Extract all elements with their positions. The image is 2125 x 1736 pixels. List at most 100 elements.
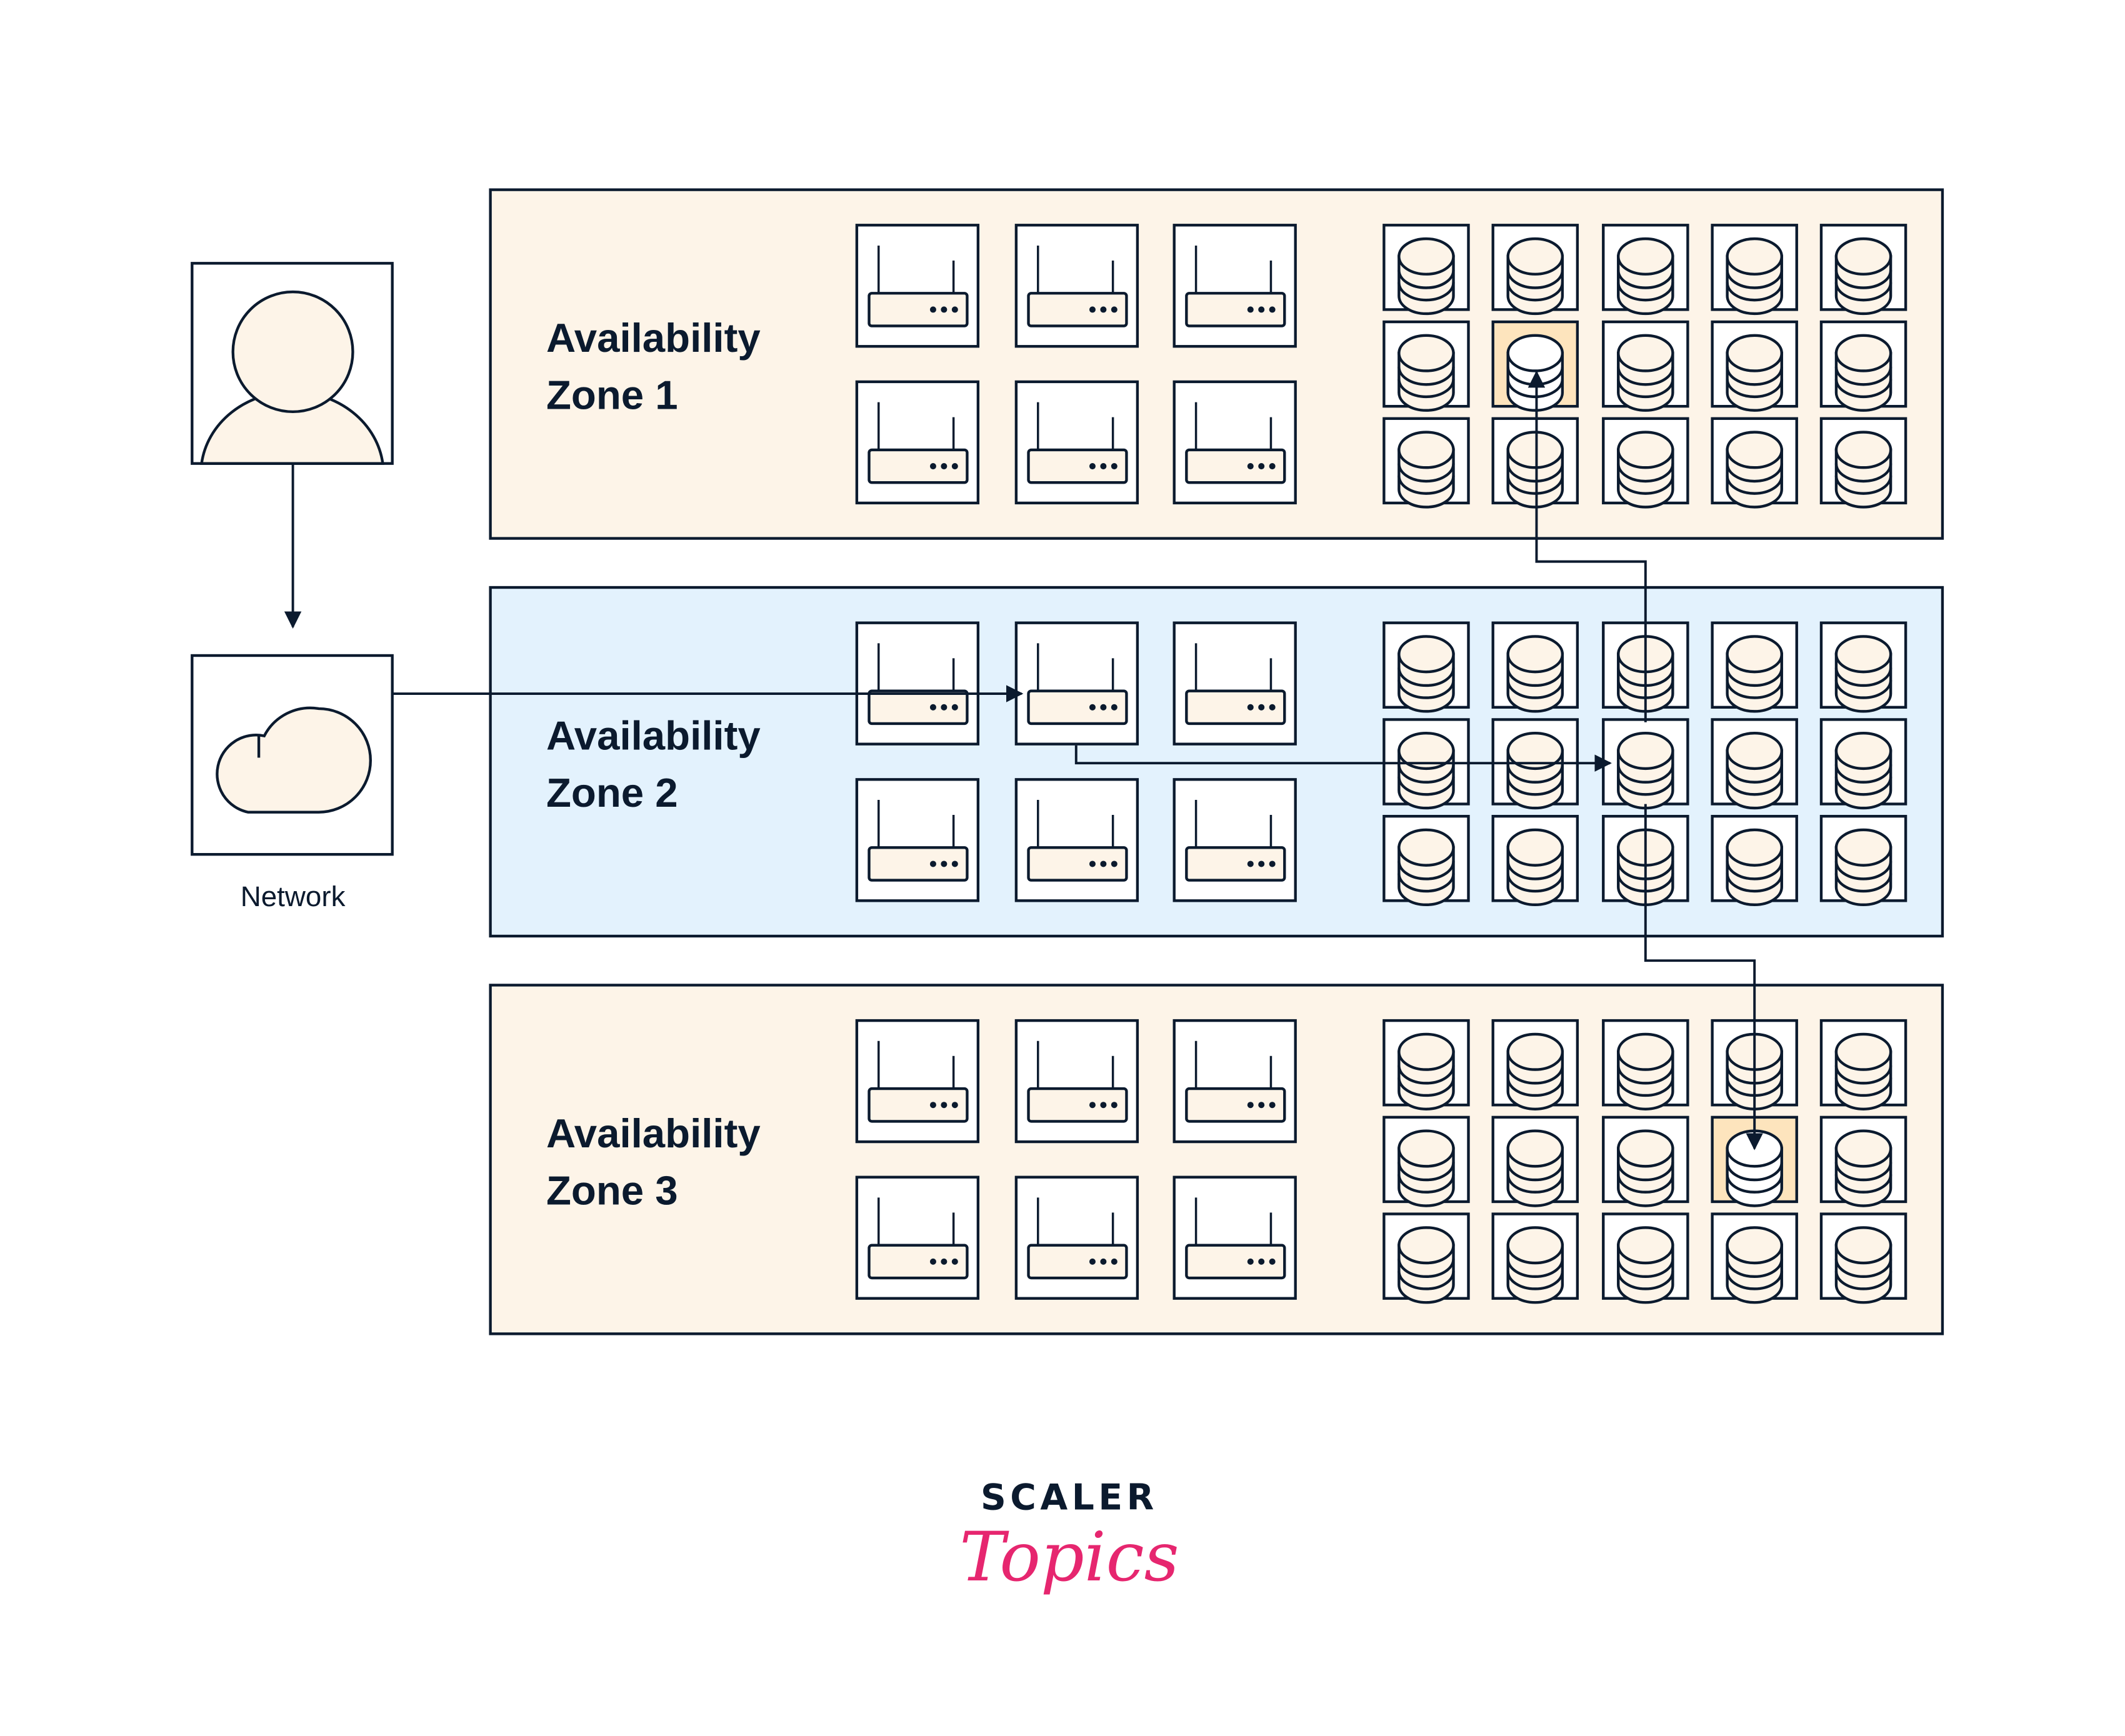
database-tile — [1602, 224, 1689, 316]
database-icon — [1617, 237, 1674, 316]
router-icon — [1185, 800, 1286, 882]
database-tile — [1602, 320, 1689, 412]
arrow-to-zone3-database — [1644, 804, 1763, 1150]
database-icon — [1617, 431, 1674, 509]
database-tile — [1711, 1212, 1798, 1304]
router-icon — [1027, 800, 1128, 882]
database-icon — [1617, 334, 1674, 412]
router-tile — [855, 778, 980, 902]
database-icon — [1506, 828, 1564, 906]
network-label: Network — [241, 880, 346, 912]
router-tile — [855, 1019, 980, 1144]
database-icon — [1617, 1129, 1674, 1207]
database-icon — [1726, 828, 1783, 906]
router-icon — [1185, 643, 1286, 726]
database-icon — [1834, 237, 1892, 316]
database-icon — [1398, 237, 1455, 316]
database-icon — [1506, 635, 1564, 713]
database-tile-highlighted — [1491, 320, 1579, 412]
database-tile — [1711, 224, 1798, 316]
database-icon — [1398, 732, 1455, 810]
database-tile — [1819, 621, 1908, 713]
database-tile — [1382, 718, 1470, 810]
database-tile — [1819, 417, 1908, 509]
router-tile — [1172, 380, 1297, 505]
database-tile — [1382, 320, 1470, 412]
database-icon — [1834, 732, 1892, 810]
database-icon — [1506, 1129, 1564, 1207]
database-icon — [1726, 1129, 1783, 1207]
database-icon — [1506, 732, 1564, 810]
database-icon — [1834, 431, 1892, 509]
zone-label-line1: Availability — [546, 315, 761, 361]
database-icon — [1506, 1032, 1564, 1110]
router-tile — [1014, 224, 1139, 348]
zone-label-line1: Availability — [546, 712, 761, 758]
database-tile — [1819, 814, 1908, 906]
database-icon — [1398, 635, 1455, 713]
router-tile — [1172, 224, 1297, 348]
database-icon — [1834, 334, 1892, 412]
router-icon — [868, 800, 969, 882]
database-icon — [1398, 334, 1455, 412]
database-icon — [1726, 334, 1783, 412]
database-tile — [1382, 1115, 1470, 1207]
user-icon — [200, 290, 384, 465]
database-tile — [1819, 1115, 1908, 1207]
database-tile — [1819, 224, 1908, 316]
database-tile — [1491, 1115, 1579, 1207]
database-tile — [1602, 1115, 1689, 1207]
router-icon — [868, 1197, 969, 1280]
database-icon — [1506, 334, 1564, 412]
router-tile — [1014, 380, 1139, 505]
logo-topics-text: Topics — [959, 1517, 1179, 1597]
database-tile — [1491, 224, 1579, 316]
database-icon — [1506, 237, 1564, 316]
database-tile — [1491, 814, 1579, 906]
database-tile — [1491, 621, 1579, 713]
zone-label-line1: Availability — [546, 1110, 761, 1156]
scaler-topics-logo: SCALER Topics — [959, 1477, 1179, 1597]
database-icon — [1834, 1226, 1892, 1304]
database-icon — [1398, 431, 1455, 509]
router-icon — [1027, 643, 1128, 726]
database-tile — [1819, 1019, 1908, 1110]
database-icon — [1726, 635, 1783, 713]
database-tile — [1382, 1019, 1470, 1110]
database-icon — [1506, 431, 1564, 509]
router-icon — [1027, 1040, 1128, 1123]
router-icon — [868, 402, 969, 484]
router-icon — [868, 1040, 969, 1123]
database-icon — [1398, 1129, 1455, 1207]
router-tile — [855, 380, 980, 505]
router-icon — [1027, 245, 1128, 327]
user-node — [191, 262, 394, 465]
database-icon — [1617, 1226, 1674, 1304]
router-icon — [868, 245, 969, 327]
router-tile — [1014, 1175, 1139, 1300]
database-icon — [1398, 1032, 1455, 1110]
router-tile — [1172, 1019, 1297, 1144]
database-tile — [1382, 621, 1470, 713]
database-icon — [1617, 732, 1674, 810]
database-icon — [1834, 828, 1892, 906]
database-icon — [1398, 828, 1455, 906]
zone-label-line2: Zone 2 — [546, 770, 678, 816]
database-tile — [1819, 1212, 1908, 1304]
cloud-icon — [216, 706, 372, 814]
database-tile — [1382, 417, 1470, 509]
database-tile — [1711, 320, 1798, 412]
zone-label-line2: Zone 3 — [546, 1167, 678, 1213]
database-tile — [1602, 1212, 1689, 1304]
router-tile — [1172, 1175, 1297, 1300]
flow-arrows — [284, 370, 1763, 1150]
database-tile — [1491, 718, 1579, 810]
router-tile — [855, 1175, 980, 1300]
database-tile — [1819, 320, 1908, 412]
network-node: Network — [191, 654, 394, 912]
database-icon — [1726, 237, 1783, 316]
